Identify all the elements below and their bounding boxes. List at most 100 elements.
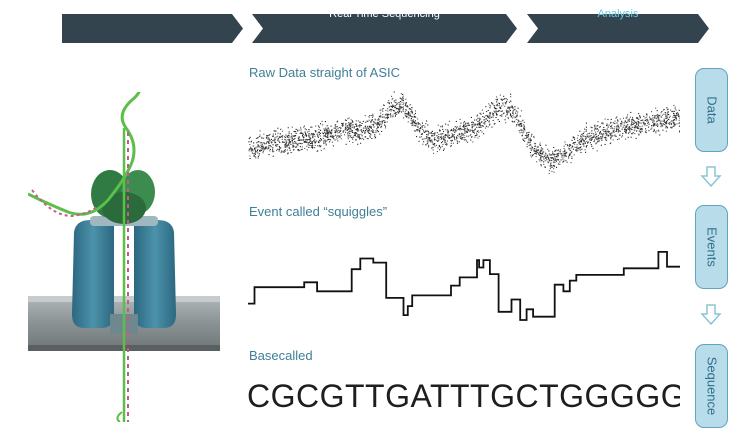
raw-data-point (318, 142, 320, 144)
raw-data-point (401, 101, 403, 103)
raw-data-point (489, 105, 491, 107)
raw-data-point (491, 126, 493, 128)
raw-data-point (284, 144, 286, 146)
raw-data-point (311, 146, 313, 148)
raw-data-point (448, 137, 450, 139)
raw-data-point (431, 141, 433, 143)
raw-data-point (413, 114, 415, 116)
raw-data-point (619, 130, 621, 132)
raw-data-point (454, 139, 456, 141)
raw-data-point (670, 121, 672, 123)
raw-data-point (425, 130, 427, 132)
raw-data-point (285, 134, 287, 136)
raw-data-point (284, 138, 286, 140)
raw-data-point (548, 157, 550, 159)
raw-data-point (461, 134, 463, 136)
raw-data-point (282, 135, 284, 137)
raw-data-point (666, 122, 668, 124)
raw-data-point (451, 135, 453, 137)
raw-data-point (458, 128, 460, 130)
raw-data-point (603, 137, 605, 139)
raw-data-point (407, 113, 409, 115)
raw-data-point (295, 146, 297, 148)
raw-data-point (653, 125, 655, 127)
raw-data-point (516, 124, 518, 126)
raw-data-point (630, 136, 632, 138)
raw-data-point (582, 139, 584, 141)
raw-data-point (553, 159, 555, 161)
raw-data-point (460, 135, 462, 137)
raw-data-point (386, 113, 388, 115)
raw-data-point (506, 114, 508, 116)
raw-data-point (476, 123, 478, 125)
raw-data-point (412, 124, 414, 126)
raw-data-point (611, 132, 613, 134)
raw-data-point (657, 114, 659, 116)
raw-data-point (295, 131, 297, 133)
raw-data-point (521, 125, 523, 127)
raw-data-point (545, 152, 547, 154)
raw-data-point (670, 126, 672, 128)
raw-data-point (527, 132, 529, 134)
raw-data-point (268, 137, 270, 139)
raw-data-point (337, 128, 339, 130)
raw-data-point (529, 137, 531, 139)
raw-data-point (308, 146, 310, 148)
raw-data-point (286, 146, 288, 148)
raw-data-point (569, 144, 571, 146)
raw-data-point (501, 105, 503, 107)
raw-data-point (669, 122, 671, 124)
raw-data-point (544, 160, 546, 162)
raw-data-point (310, 132, 312, 134)
raw-data-point (364, 136, 366, 138)
raw-data-point (387, 114, 389, 116)
raw-data-point (653, 129, 655, 131)
raw-data-point (643, 123, 645, 125)
raw-data-point (512, 115, 514, 117)
raw-data-point (506, 111, 508, 113)
raw-data-point (371, 120, 373, 122)
raw-data-point (514, 106, 516, 108)
raw-data-point (318, 139, 320, 141)
raw-data-point (361, 130, 363, 132)
raw-data-point (585, 146, 587, 148)
raw-data-point (568, 148, 570, 150)
raw-data-point (272, 147, 274, 149)
raw-data-point (426, 130, 428, 132)
raw-data-point (516, 113, 518, 115)
raw-data-point (323, 135, 325, 137)
raw-data-point (323, 128, 325, 130)
raw-data-point (296, 129, 298, 131)
raw-data-point (343, 130, 345, 132)
raw-data-point (650, 118, 652, 120)
raw-data-point (440, 142, 442, 144)
raw-data-point (441, 137, 443, 139)
raw-data-point (640, 128, 642, 130)
raw-data-point (553, 168, 555, 170)
raw-data-point (444, 143, 446, 145)
raw-data-point (346, 124, 348, 126)
raw-data-point (580, 140, 582, 142)
raw-data-point (444, 139, 446, 141)
raw-data-point (628, 118, 630, 120)
raw-data-point (579, 130, 581, 132)
raw-data-point (311, 134, 313, 136)
raw-data-point (587, 135, 589, 137)
raw-data-point (612, 139, 614, 141)
raw-data-point (645, 130, 647, 132)
raw-data-point (640, 128, 642, 130)
raw-data-point (579, 140, 581, 142)
raw-data-point (304, 128, 306, 130)
raw-data-point (629, 128, 631, 130)
raw-data-point (588, 138, 590, 140)
raw-data-point (291, 137, 293, 139)
raw-data-point (329, 141, 331, 143)
raw-data-point (479, 126, 481, 128)
raw-data-point (520, 128, 522, 130)
raw-data-point (331, 141, 333, 143)
raw-data-point (277, 127, 279, 129)
raw-data-point (618, 138, 620, 140)
raw-data-point (580, 138, 582, 140)
raw-data-point (456, 142, 458, 144)
raw-data-point (653, 123, 655, 125)
